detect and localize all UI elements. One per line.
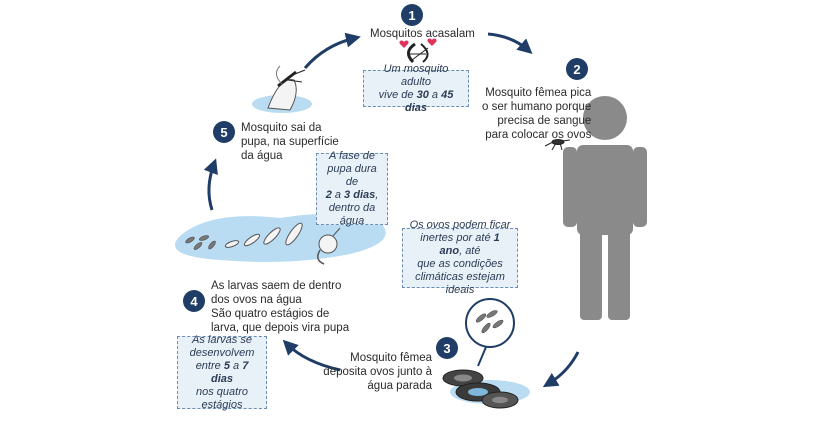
step-1-badge: 1 — [401, 4, 423, 26]
note-line: desenvolvem — [184, 347, 260, 360]
note-line: que as condições — [409, 258, 511, 271]
note-text: vive de — [378, 88, 417, 101]
note-text: que as condições — [417, 258, 503, 270]
step-3-label: Mosquito fêmea deposita ovos junto à águ… — [323, 351, 432, 393]
step-2-line: o ser humano porque — [482, 101, 592, 113]
biting-mosquito-icon — [544, 139, 571, 151]
note-emphasis: 1 ano — [439, 232, 500, 257]
step-5-badge: 5 — [213, 121, 235, 143]
note-text: água — [339, 215, 365, 227]
step-4-label: As larvas saem de dentro dos ovos na águ… — [211, 279, 349, 335]
note-emphasis: 30 — [416, 88, 429, 101]
note-line: As larvas se — [184, 334, 260, 347]
note-text: a — [229, 359, 243, 372]
arrow-1-to-2 — [487, 32, 533, 54]
note-text: a — [331, 189, 345, 201]
note-line: climáticas estejam ideais — [409, 271, 511, 297]
step-5-line: Mosquito sai da — [241, 122, 322, 134]
larva-stages-icon — [224, 222, 303, 248]
note-text: As larvas se — [192, 333, 252, 346]
note-text: climáticas estejam ideais — [415, 271, 505, 296]
note-emphasis: 45 dias — [404, 88, 454, 114]
step-3-line: deposita ovos junto à — [323, 366, 432, 378]
emerging-mosquito-icon — [252, 65, 312, 113]
note-text: nos quatro — [196, 385, 248, 398]
arrow-4-to-5 — [203, 158, 218, 211]
note-line: estágios — [184, 399, 260, 412]
note-emphasis: 7 dias — [210, 359, 249, 385]
note-text: entre — [195, 359, 224, 372]
note-text: , — [375, 189, 379, 201]
arrow-5-to-1 — [303, 32, 361, 69]
egg-zoom-callout — [465, 298, 515, 367]
step-4-line: larva, que depois vira pupa — [211, 322, 350, 334]
step-2-line: para colocar os ovos — [485, 129, 592, 141]
note-line: pupa dura de — [323, 163, 381, 189]
note-line: vive de 30 a 45 dias — [370, 89, 462, 115]
step-3-line: água parada — [367, 380, 432, 392]
note-line: inertes por até 1 ano, até — [409, 232, 511, 258]
step-2-badge: 2 — [566, 58, 588, 80]
step-4-line: São quatro estágios de — [211, 308, 330, 320]
heart-icon — [399, 38, 437, 48]
note-line: Um mosquito adulto — [370, 63, 462, 89]
note-line: A fase de — [323, 150, 381, 163]
step-2-label: Mosquito fêmea pica o ser humano porque … — [482, 86, 591, 142]
note-text: Os ovos podem ficar — [409, 219, 511, 231]
egg-cluster-icon — [185, 235, 216, 250]
step-2-line: precisa de sangue — [497, 115, 592, 127]
step-2-line: Mosquito fêmea pica — [485, 87, 592, 99]
step-4-badge: 4 — [183, 290, 205, 312]
note-text: Um mosquito adulto — [383, 62, 449, 88]
stacked-tires-icon — [442, 369, 530, 409]
note-line: entre 5 a 7 dias — [184, 360, 260, 386]
note-line: nos quatro — [184, 386, 260, 399]
note-text: inertes por até — [420, 232, 494, 244]
step-5-line: pupa, na superfície — [241, 136, 339, 148]
step-1-line: Mosquitos acasalam — [370, 28, 475, 40]
mating-mosquitoes-icon — [407, 42, 429, 64]
note-emphasis: 5 — [223, 359, 230, 372]
note-emphasis: 3 dias — [344, 189, 376, 201]
note-text: desenvolvem — [189, 346, 255, 359]
step-4-line: As larvas saem de dentro — [211, 280, 342, 292]
step-3-badge: 3 — [436, 337, 458, 359]
note-text: dentro da — [328, 202, 376, 214]
note-line: Os ovos podem ficar — [409, 219, 511, 232]
note-text: estágios — [201, 398, 243, 411]
note-line: dentro da — [323, 202, 381, 215]
note-text: A fase de — [328, 150, 376, 162]
note-emphasis: 2 — [325, 189, 332, 201]
note-line: 2 a 3 dias, — [323, 189, 381, 202]
note-line: água — [323, 215, 381, 228]
note-text: , até — [459, 245, 481, 257]
human-silhouette-icon — [563, 96, 647, 320]
arrow-2-to-3 — [542, 351, 580, 388]
step-4-line: dos ovos na água — [211, 294, 302, 306]
step-1-label: Mosquitos acasalam — [370, 27, 475, 41]
step-5-label: Mosquito sai da pupa, na superfície da á… — [241, 121, 339, 163]
pupa-icon — [317, 227, 341, 265]
step-3-line: Mosquito fêmea — [350, 352, 432, 364]
note-text: a — [428, 88, 442, 101]
step-5-line: da água — [241, 150, 283, 162]
note-text: pupa dura de — [327, 163, 377, 188]
arrow-3-to-4 — [282, 339, 341, 372]
